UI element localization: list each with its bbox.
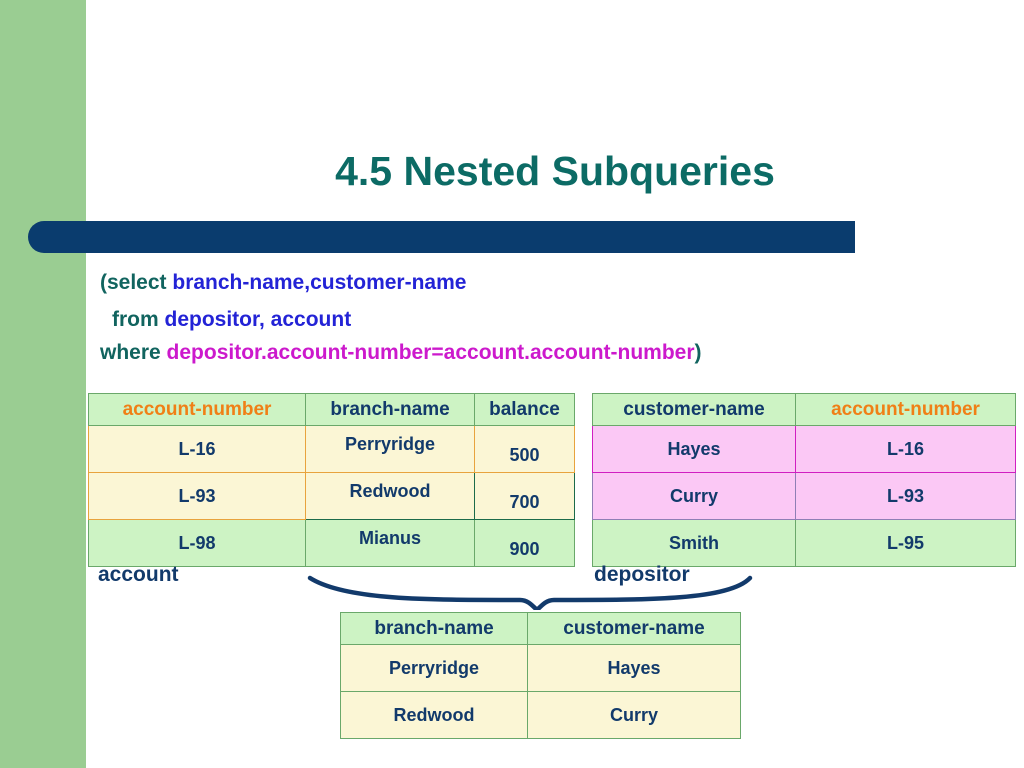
- cell-branch-name: Perryridge: [340, 644, 528, 692]
- from-relations: depositor, account: [164, 308, 352, 331]
- header-account-number: account-number: [88, 393, 306, 426]
- result-table: branch-name customer-name Perryridge Hay…: [340, 612, 741, 739]
- cell-account-number: L-93: [88, 472, 306, 520]
- table-row: L-98 Mianus 900: [88, 519, 575, 567]
- where-condition: depositor.account-number=account.account…: [166, 341, 695, 364]
- cell-branch-name-text: Perryridge: [344, 433, 436, 454]
- select-attributes: branch-name,customer-name: [172, 271, 467, 294]
- keyword-where: where: [100, 341, 167, 364]
- header-account-number: account-number: [795, 393, 1016, 426]
- table-header-row: account-number branch-name balance: [88, 393, 575, 426]
- cell-branch-name: Redwood: [305, 472, 475, 520]
- table-row: Redwood Curry: [340, 691, 741, 739]
- table-row: L-16 Perryridge 500: [88, 425, 575, 473]
- cell-customer-name: Hayes: [592, 425, 796, 473]
- header-branch-name: branch-name: [340, 612, 528, 645]
- cell-branch-name-text: Redwood: [349, 480, 431, 501]
- cell-customer-name: Smith: [592, 519, 796, 567]
- query-line-from: from depositor, account: [112, 309, 702, 330]
- cell-customer-name: Curry: [527, 691, 741, 739]
- cell-customer-name: Hayes: [527, 644, 741, 692]
- closing-paren: ): [694, 341, 702, 364]
- cell-balance-text: 500: [509, 444, 540, 465]
- page-title: 4.5 Nested Subqueries: [335, 148, 775, 194]
- keyword-select: (select: [100, 271, 173, 294]
- cell-balance: 900: [474, 519, 575, 567]
- table-row: Curry L-93: [592, 472, 1016, 520]
- table-header-row: customer-name account-number: [592, 393, 1016, 426]
- title-underline-bar: [28, 221, 855, 253]
- cell-branch-name: Perryridge: [305, 425, 475, 473]
- cell-account-number: L-16: [795, 425, 1016, 473]
- cell-balance: 500: [474, 425, 575, 473]
- caption-account: account: [98, 563, 179, 586]
- cell-balance: 700: [474, 472, 575, 520]
- sql-query-block: (select branch-name,customer-name from d…: [100, 272, 702, 363]
- cell-branch-name: Mianus: [305, 519, 475, 567]
- table-row: L-93 Redwood 700: [88, 472, 575, 520]
- table-row: Hayes L-16: [592, 425, 1016, 473]
- table-row: Perryridge Hayes: [340, 644, 741, 692]
- cell-branch-name-text: Mianus: [358, 527, 421, 548]
- depositor-table: customer-name account-number Hayes L-16 …: [592, 393, 1016, 567]
- header-branch-name: branch-name: [305, 393, 475, 426]
- header-customer-name: customer-name: [592, 393, 796, 426]
- query-line-select: (select branch-name,customer-name: [100, 272, 702, 293]
- left-green-panel: [0, 0, 86, 768]
- query-line-where: where depositor.account-number=account.a…: [100, 342, 702, 363]
- account-table: account-number branch-name balance L-16 …: [88, 393, 575, 567]
- table-header-row: branch-name customer-name: [340, 612, 741, 645]
- cell-branch-name: Redwood: [340, 691, 528, 739]
- cell-account-number: L-93: [795, 472, 1016, 520]
- caption-depositor: depositor: [594, 563, 690, 586]
- cell-account-number: L-95: [795, 519, 1016, 567]
- cell-balance-text: 700: [509, 491, 540, 512]
- cell-account-number: L-98: [88, 519, 306, 567]
- cell-account-number: L-16: [88, 425, 306, 473]
- header-customer-name: customer-name: [527, 612, 741, 645]
- cell-balance-text: 900: [509, 538, 540, 559]
- curly-brace-icon: [307, 575, 753, 610]
- header-balance: balance: [474, 393, 575, 426]
- table-row: Smith L-95: [592, 519, 1016, 567]
- cell-customer-name: Curry: [592, 472, 796, 520]
- keyword-from: from: [112, 308, 165, 331]
